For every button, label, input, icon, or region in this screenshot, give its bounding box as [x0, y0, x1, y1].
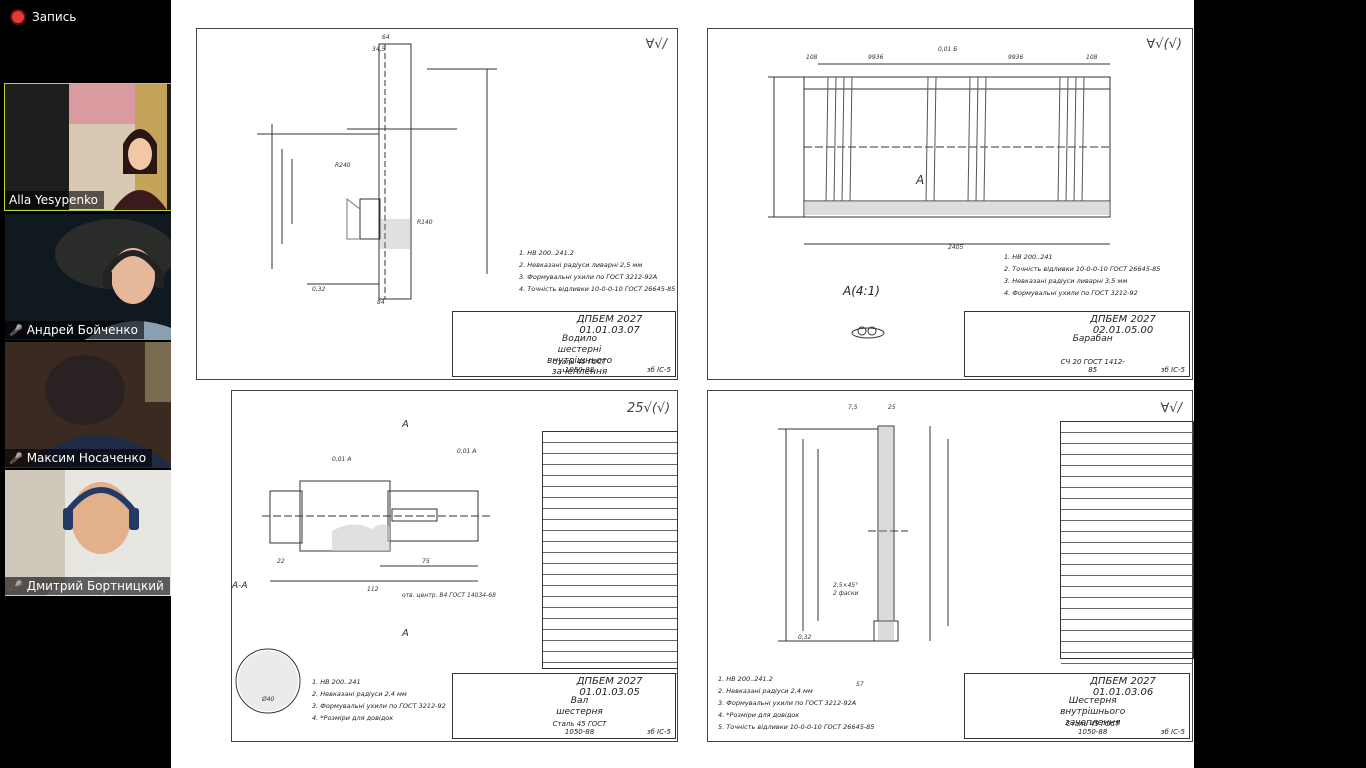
title-block: ДПБЕМ 2027 01.01.03.05 Вал шестерня Стал… [452, 673, 676, 739]
drawing-sheet-2: 9936 9936 108 108 2405 0,01 Б A ∀√(√) А(4:1… [707, 28, 1193, 380]
title-block: ДПБЕМ 2027 01.01.03.06 Шестерня внутрішн… [964, 673, 1190, 739]
technical-notes: 1. НВ 200..241.2 2. Невказані радіуси 2,… [718, 675, 875, 731]
svg-text:25: 25 [888, 404, 896, 411]
svg-text:R140: R140 [417, 219, 433, 226]
drawing-code: ДПБЕМ 2027 01.01.03.06 [1090, 676, 1156, 698]
drawing-code: ДПБЕМ 2027 02.01.05.00 [1090, 314, 1156, 336]
roughness-symbol: ∀√/ [645, 37, 667, 52]
record-icon [12, 11, 24, 23]
drawing-group: зб ІС-5 [1160, 366, 1185, 374]
drawing-title: Вал шестерня [556, 696, 603, 717]
shared-screen: 64 34,5 R140 R240 84 0,32 ∀√/ 1. НВ 200.… [171, 0, 1194, 768]
mic-muted-icon: 🎤̸ [9, 323, 23, 337]
section-label: А(4:1) [843, 284, 880, 298]
svg-text:108: 108 [1086, 54, 1098, 61]
title-block: ДПБЕМ 2027 01.01.03.07 Водило шестерні в… [452, 311, 676, 377]
drawing-code: ДПБЕМ 2027 01.01.03.07 [576, 314, 643, 336]
svg-text:0,32: 0,32 [798, 634, 812, 641]
svg-text:57: 57 [856, 681, 864, 688]
participant-name: 🎤̸ Максим Носаченко [5, 449, 153, 467]
svg-text:Ø40: Ø40 [261, 696, 275, 703]
recording-label: Запись [32, 10, 77, 24]
svg-text:9936: 9936 [868, 54, 883, 61]
drawing-material: Сталь 45 ГОСТ 1050-88 [552, 720, 607, 736]
drawing-material: СЧ 20 ГОСТ 1412-85 [1060, 358, 1125, 374]
svg-text:отв. центр. В4 ГОСТ 14034-68: отв. центр. В4 ГОСТ 14034-68 [402, 592, 496, 599]
drawing-sheet-4: 7,5 25 2,5×45°2 фаски 0,32 57 ∀√/ 1. НВ 20… [707, 390, 1194, 742]
technical-notes: 1. НВ 200..241 2. Невказані радіуси 2,4 … [312, 678, 446, 722]
participant-name: 🎤̸ Дмитрий Бортницкий [5, 577, 170, 595]
drawing-material: Сталь 45 ГОСТ 1050-88 [1065, 720, 1120, 736]
parameters-table [1060, 421, 1194, 664]
svg-text:84: 84 [377, 299, 385, 306]
svg-text:34,5: 34,5 [372, 46, 386, 53]
svg-text:A: A [915, 173, 924, 187]
parameters-table [542, 431, 678, 674]
drawing-material: Сталь 45 ГОСТ 1050-88 [552, 358, 607, 374]
participant-name: Alla Yesypenko [5, 191, 104, 209]
drawing-title: Шестерня внутрішнього зачеплення [1060, 696, 1126, 728]
svg-text:A: A [401, 419, 409, 430]
svg-text:108: 108 [806, 54, 818, 61]
svg-text:0,32: 0,32 [312, 286, 326, 293]
technical-notes: 1. НВ 200..241 2. Точність відливки 10-0… [1004, 253, 1161, 297]
title-block: ДПБЕМ 2027 02.01.05.00 Барабан СЧ 20 ГОС… [964, 311, 1190, 377]
roughness-symbol: 25√(√) [627, 401, 671, 416]
svg-text:0,01 A: 0,01 A [457, 448, 476, 455]
svg-text:64: 64 [382, 34, 390, 41]
technical-notes: 1. НВ 200..241.2 2. Невказані радіуси ли… [519, 249, 676, 293]
drawing-2-graphics: 9936 9936 108 108 2405 0,01 Б A [768, 46, 1111, 339]
drawing-4-graphics: 7,5 25 2,5×45°2 фаски 0,32 57 [778, 404, 949, 688]
drawing-title: Барабан [1072, 334, 1113, 344]
drawing-group: зб ІС-5 [646, 366, 671, 374]
svg-text:0,01 A: 0,01 A [332, 456, 351, 463]
svg-text:2 фаски: 2 фаски [833, 590, 858, 597]
svg-text:112: 112 [367, 586, 379, 593]
drawing-code: ДПБЕМ 2027 01.01.03.05 [576, 676, 643, 698]
participant-name: 🎤̸ Андрей Бойченко [5, 321, 144, 339]
drawing-group: зб ІС-5 [1160, 728, 1185, 736]
svg-text:2,5×45°: 2,5×45° [833, 582, 858, 589]
svg-text:R240: R240 [335, 162, 351, 169]
drawing-group: зб ІС-5 [646, 728, 671, 736]
section-label: А-А [232, 581, 248, 591]
roughness-symbol: ∀√/ [1160, 401, 1182, 416]
recording-indicator: Запись [12, 10, 76, 24]
svg-text:0,01 Б: 0,01 Б [938, 46, 957, 53]
svg-text:2405: 2405 [948, 244, 963, 251]
svg-text:75: 75 [422, 558, 430, 565]
roughness-symbol: ∀√(√) [1146, 37, 1182, 52]
mic-muted-icon: 🎤̸ [9, 579, 23, 593]
svg-text:A: A [401, 628, 409, 639]
svg-text:22: 22 [277, 558, 285, 565]
svg-text:7,5: 7,5 [848, 404, 858, 411]
drawing-title: Водило шестерні внутрішнього зачеплення [546, 334, 613, 377]
drawing-sheet-1: 64 34,5 R140 R240 84 0,32 ∀√/ 1. НВ 200.… [196, 28, 678, 380]
drawing-1-graphics: 64 34,5 R140 R240 84 0,32 [257, 34, 497, 306]
mic-muted-icon: 🎤̸ [9, 451, 23, 465]
svg-text:9936: 9936 [1008, 54, 1023, 61]
